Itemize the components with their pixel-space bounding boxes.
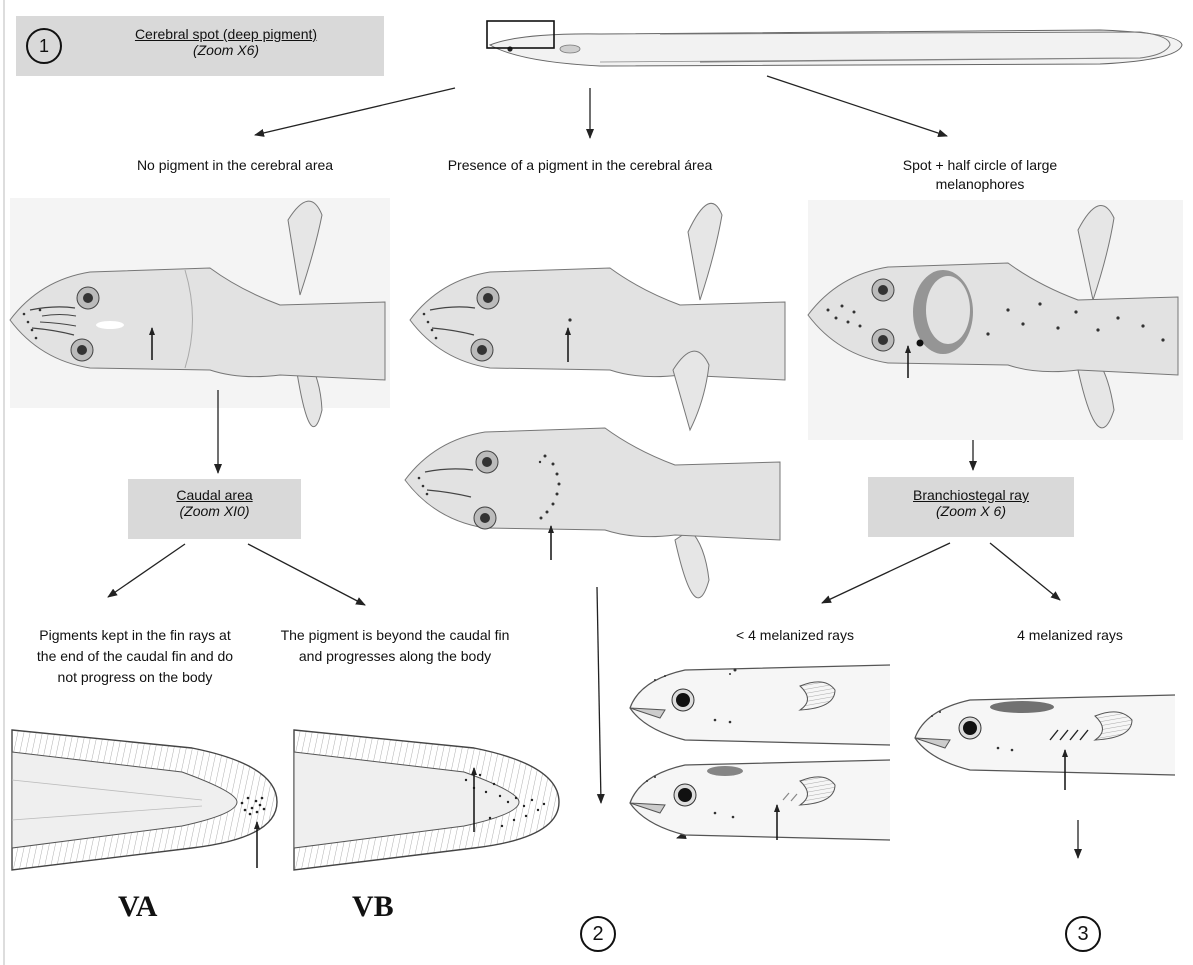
eel-larva-overview bbox=[487, 21, 1182, 66]
arrow-to-vb bbox=[248, 544, 365, 605]
arrow-to-va bbox=[108, 544, 185, 597]
step-1-circle: 1 bbox=[26, 28, 62, 64]
caudal-tail-vb bbox=[294, 730, 559, 870]
stage-va: VA bbox=[118, 890, 157, 924]
arrow-to-four-rays bbox=[990, 543, 1060, 600]
caudal-option-b: The pigment is beyond the caudal fin and… bbox=[280, 625, 510, 667]
arrow-to-right-branch bbox=[767, 76, 947, 136]
outcome-2-label: 2 bbox=[592, 923, 603, 945]
caudal-area-title: Caudal area bbox=[128, 487, 301, 503]
outcome-3-label: 3 bbox=[1077, 923, 1088, 945]
branchiostegal-title: Branchiostegal ray bbox=[868, 487, 1074, 503]
caudal-area-box: Caudal area (Zoom XI0) bbox=[128, 479, 301, 539]
ray-head-less-2 bbox=[630, 760, 890, 840]
right-branch-label: Spot + half circle of large melanophores bbox=[880, 156, 1080, 194]
outcome-3-circle: 3 bbox=[1065, 916, 1101, 952]
caudal-option-a: Pigments kept in the fin rays at the end… bbox=[35, 625, 235, 688]
ray-head-less-1 bbox=[630, 665, 890, 745]
arrow-to-left-branch bbox=[255, 88, 455, 135]
header-box: 1 Cerebral spot (deep pigment) (Zoom X6) bbox=[16, 16, 384, 76]
middle-branch-label: Presence of a pigment in the cerebral ár… bbox=[400, 156, 760, 175]
head-cerebral-spot bbox=[410, 203, 785, 380]
header-zoom: (Zoom X6) bbox=[76, 42, 376, 58]
head-large-melanophores bbox=[808, 200, 1183, 440]
caudal-tail-va bbox=[12, 730, 277, 870]
branchiostegal-zoom: (Zoom X 6) bbox=[868, 503, 1074, 519]
stage-vb: VB bbox=[352, 890, 394, 924]
step-1-label: 1 bbox=[39, 36, 49, 56]
ray-option-less: < 4 melanized rays bbox=[700, 626, 890, 645]
ray-option-four: 4 melanized rays bbox=[985, 626, 1155, 645]
header-title: Cerebral spot (deep pigment) bbox=[76, 26, 376, 42]
head-cerebral-arc bbox=[405, 351, 780, 598]
caudal-area-zoom: (Zoom XI0) bbox=[128, 503, 301, 519]
outcome-2-circle: 2 bbox=[580, 916, 616, 952]
arrow-middle-to-outcome-2 bbox=[597, 587, 601, 803]
arrow-to-less-rays bbox=[822, 543, 950, 603]
branchiostegal-box: Branchiostegal ray (Zoom X 6) bbox=[868, 477, 1074, 537]
left-branch-label: No pigment in the cerebral area bbox=[90, 156, 380, 175]
ray-head-four bbox=[915, 695, 1175, 790]
head-no-pigment bbox=[10, 198, 390, 427]
